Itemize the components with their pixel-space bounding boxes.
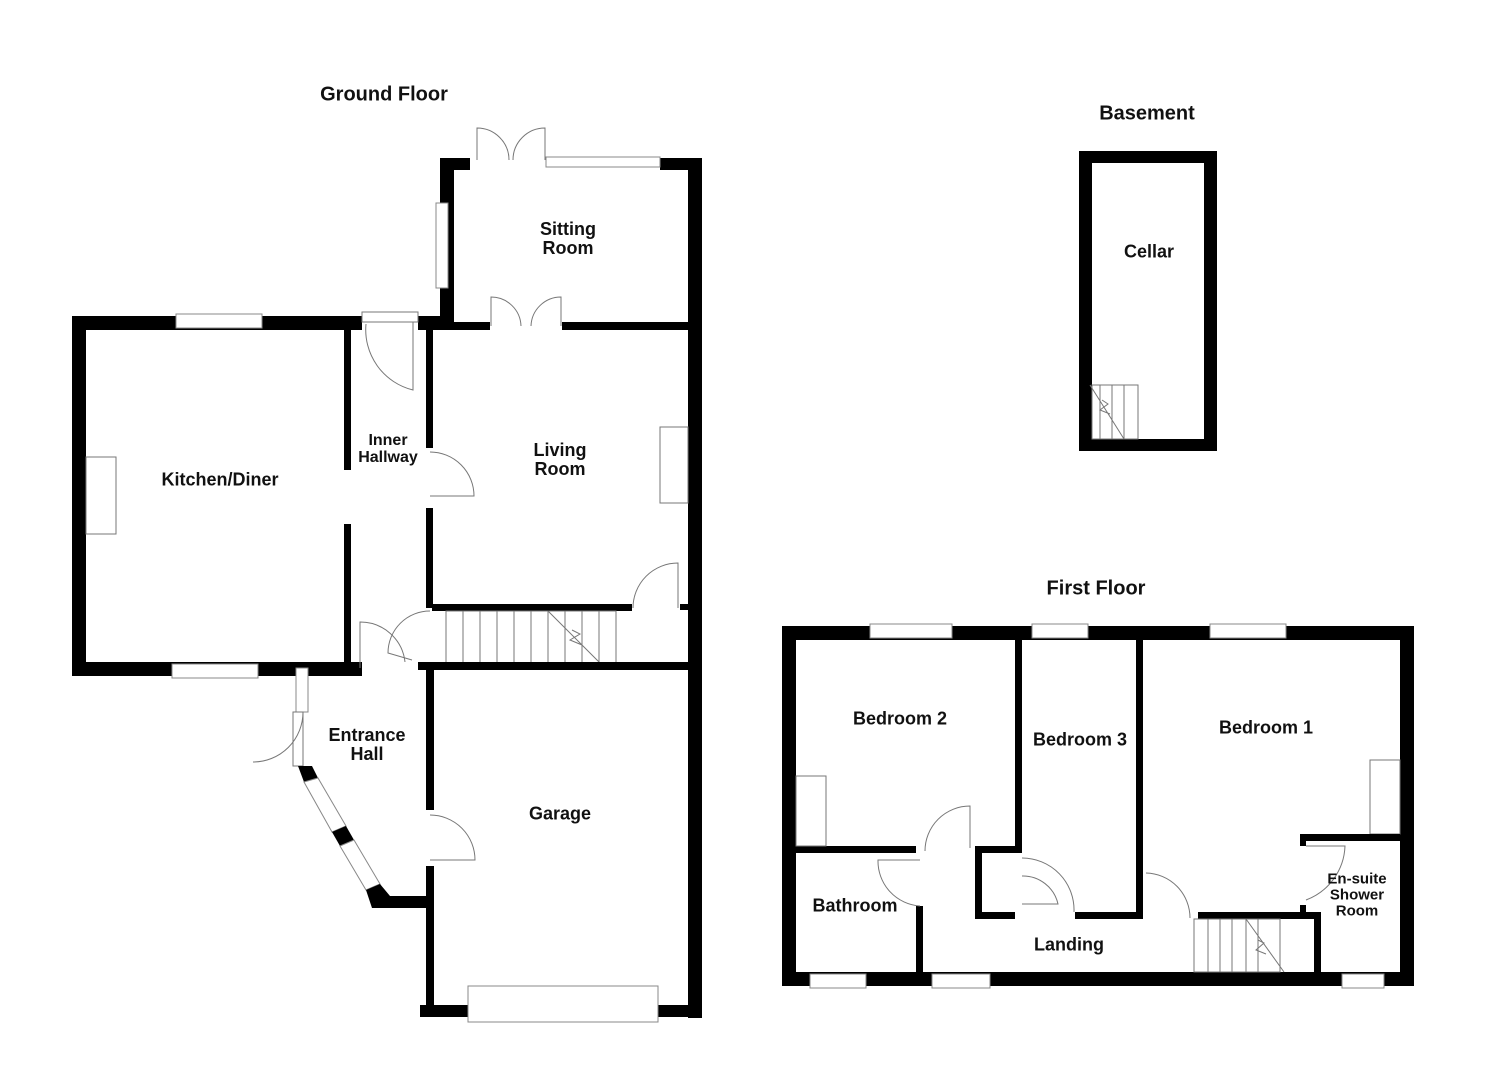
basement-title: Basement (1099, 102, 1195, 125)
basement-plan (1079, 151, 1217, 451)
ground-floor-title: Ground Floor (320, 83, 448, 106)
room-bedroom-3: Bedroom 3 (1032, 729, 1128, 750)
room-sitting-room: Sitting Room (540, 219, 596, 258)
room-bedroom-2: Bedroom 2 (852, 708, 948, 729)
ground-floor-plan (72, 127, 702, 1023)
room-living-room: Living Room (533, 440, 587, 479)
first-floor-plan (782, 623, 1414, 989)
room-landing: Landing (1034, 934, 1104, 955)
room-garage: Garage (528, 803, 592, 824)
room-bedroom-1: Bedroom 1 (1218, 717, 1314, 738)
room-cellar: Cellar (1123, 241, 1175, 262)
room-kitchen-diner: Kitchen/Diner (161, 469, 279, 490)
room-inner-hallway: Inner Hallway (358, 432, 418, 466)
room-ensuite-shower: En-suite Shower Room (1327, 870, 1387, 919)
first-floor-title: First Floor (1046, 577, 1146, 600)
room-bathroom: Bathroom (812, 895, 898, 916)
room-entrance-hall: Entrance Hall (328, 725, 406, 764)
